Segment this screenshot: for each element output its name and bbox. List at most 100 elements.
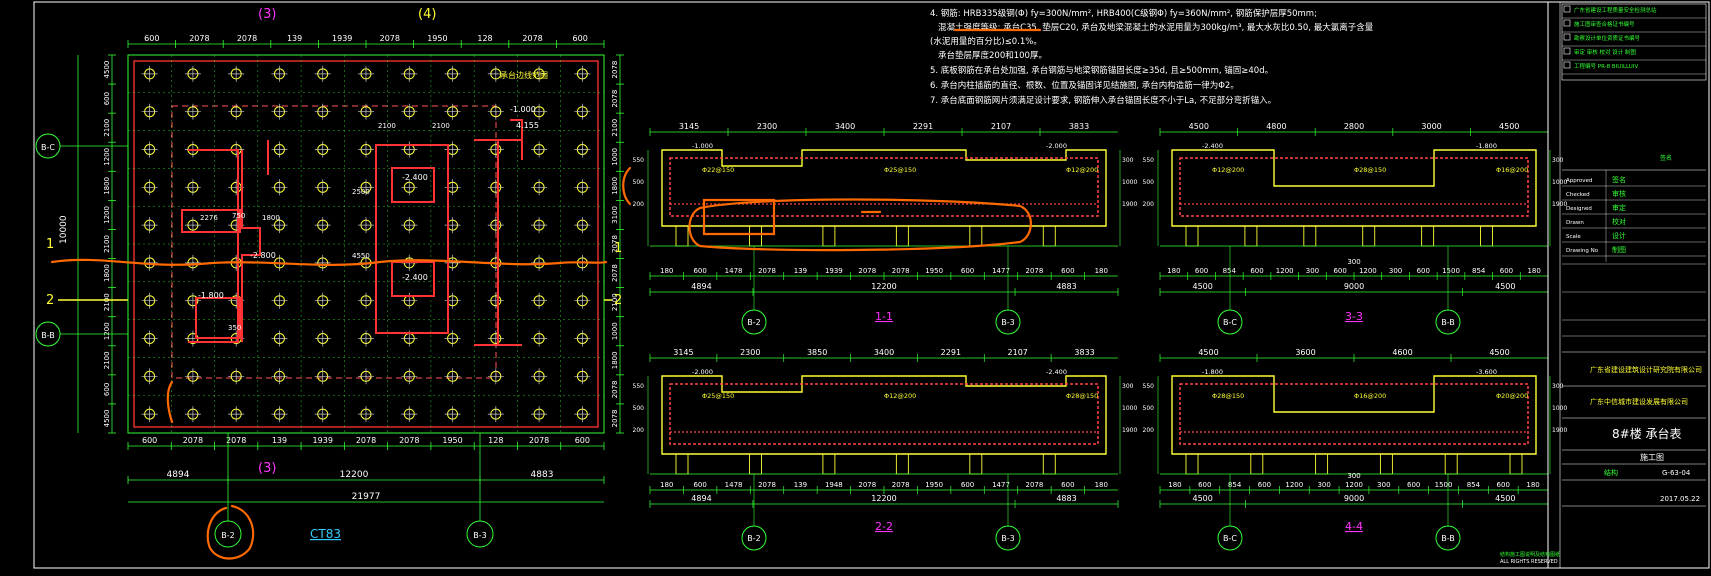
dim-label: 4500: [1489, 348, 1509, 357]
dim-label: 139: [794, 267, 807, 275]
dim-label: 2078: [356, 436, 376, 445]
dim-label: 600: [961, 267, 974, 275]
pile-marker: [444, 254, 461, 271]
pile-marker: [531, 65, 548, 82]
axis-bubble-b-c[interactable]: B-C: [1217, 246, 1243, 335]
dim-label: 600: [1407, 481, 1420, 489]
pile-marker: [358, 65, 374, 82]
markup-left-bracket: [622, 166, 632, 206]
total-dim: 12200: [871, 282, 896, 291]
inner-dims: 2276 1800 750 2100 2500 2100 350 4550: [200, 122, 450, 332]
role-name: 制图: [1612, 245, 1626, 254]
dim-label: 3100: [611, 206, 619, 224]
head-row: 广东省建设工程质量安全检测总站: [1574, 6, 1657, 14]
total-dim: 4883: [1056, 282, 1076, 291]
axis-bubble-b-2[interactable]: B-2: [741, 474, 767, 551]
svg-text:B-B: B-B: [1441, 534, 1455, 543]
svg-text:2100: 2100: [432, 122, 450, 130]
dim-label: 3145: [673, 348, 693, 357]
pile-marker: [531, 368, 548, 385]
dim-label: 1939: [313, 436, 333, 445]
side-dim: 500: [633, 179, 645, 186]
side-dim: 200: [1143, 201, 1155, 208]
dim-label: 1950: [925, 267, 943, 275]
axis-bubble-b-b[interactable]: B-B: [1435, 246, 1461, 335]
axis-bubble-b-c[interactable]: B-C: [35, 133, 61, 159]
dim-label: 854: [1467, 481, 1481, 489]
project-name: 广东中信城市建设发展有限公司: [1590, 397, 1688, 406]
pile-stub: [1250, 453, 1264, 475]
dim-label: 2078: [892, 481, 910, 489]
plan-title: CT83: [310, 527, 341, 541]
dim-label: 180: [660, 267, 673, 275]
dim-label: 2291: [941, 348, 961, 357]
rebar-tag: Φ28@150: [1066, 392, 1098, 400]
drawing-date: 2017.05.22: [1660, 495, 1700, 503]
pile-marker: [271, 179, 288, 196]
axis-bubble-b-3[interactable]: B-3: [466, 520, 494, 548]
pile-marker: [444, 179, 461, 196]
role-label: Scale: [1566, 234, 1581, 240]
axis-bubble-b-c[interactable]: B-C: [1217, 474, 1243, 551]
pile-marker: [531, 330, 548, 347]
pile-marker: [487, 406, 504, 423]
dim-label: 600: [961, 481, 974, 489]
side-dim: 200: [1143, 427, 1155, 434]
axis-bubble-b-2[interactable]: B-2: [214, 520, 242, 548]
axis-bubble-b-b[interactable]: B-B: [35, 321, 61, 347]
dim-label: 139: [287, 34, 302, 43]
dim-label: 3400: [874, 348, 894, 357]
dim-label: 2078: [529, 436, 549, 445]
drawing-frame: [33, 1, 1710, 569]
head-row: 勘察设计单位资质证书编号: [1574, 34, 1641, 42]
pile-marker: [531, 292, 548, 309]
svg-text:B-C: B-C: [41, 143, 55, 152]
dim-label: 1500: [1442, 267, 1460, 275]
side-dim: 500: [1143, 405, 1155, 412]
svg-text:B-2: B-2: [221, 531, 234, 540]
dim-label: 1950: [427, 34, 447, 43]
total-dim: 4883: [1056, 494, 1076, 503]
axis-bubble-b-b[interactable]: B-B: [1435, 474, 1461, 551]
axis-bubble-b-3[interactable]: B-3: [995, 246, 1021, 335]
mid-dim: 300: [1347, 258, 1360, 266]
pile-stub: [1444, 453, 1458, 475]
svg-text:-2.800: -2.800: [250, 251, 276, 260]
dim-label: 600: [142, 436, 157, 445]
pile-marker: [184, 292, 201, 309]
axis-bubble-b-2[interactable]: B-2: [741, 246, 767, 335]
section-outline: [661, 375, 1107, 455]
svg-text:B-3: B-3: [473, 531, 486, 540]
pile-stub: [895, 225, 909, 247]
drawing-number: G-63-04: [1662, 469, 1691, 477]
pile-marker: [184, 217, 201, 234]
pile-marker: [574, 65, 591, 82]
dim-label: 300: [1317, 481, 1330, 489]
svg-text:4550: 4550: [352, 252, 370, 260]
rebar-cage: [1179, 157, 1529, 217]
overall-height-dim: 10000: [59, 215, 69, 244]
pile-marker: [401, 65, 418, 82]
dim-label: 2100: [103, 293, 111, 311]
dim-label: 3833: [1069, 122, 1089, 131]
dim-label: 128: [477, 34, 492, 43]
pile-marker: [184, 103, 201, 120]
pile-stub: [969, 225, 983, 247]
dim-label: 2078: [611, 61, 619, 79]
pile-marker: [487, 217, 504, 234]
pile-marker: [358, 292, 374, 309]
pile-marker: [444, 103, 461, 120]
axis-bubble-b-3[interactable]: B-3: [995, 474, 1021, 551]
pile-marker: [271, 217, 288, 234]
markup-inner-box: [702, 198, 776, 236]
pile-marker: [314, 141, 331, 158]
dim-label: 854: [1228, 481, 1242, 489]
pile-marker: [401, 406, 418, 423]
total-dim: 12200: [871, 494, 896, 503]
dim-label: 4894: [167, 470, 190, 480]
dim-label: 600: [1417, 267, 1430, 275]
side-dim: 550: [1143, 157, 1155, 164]
